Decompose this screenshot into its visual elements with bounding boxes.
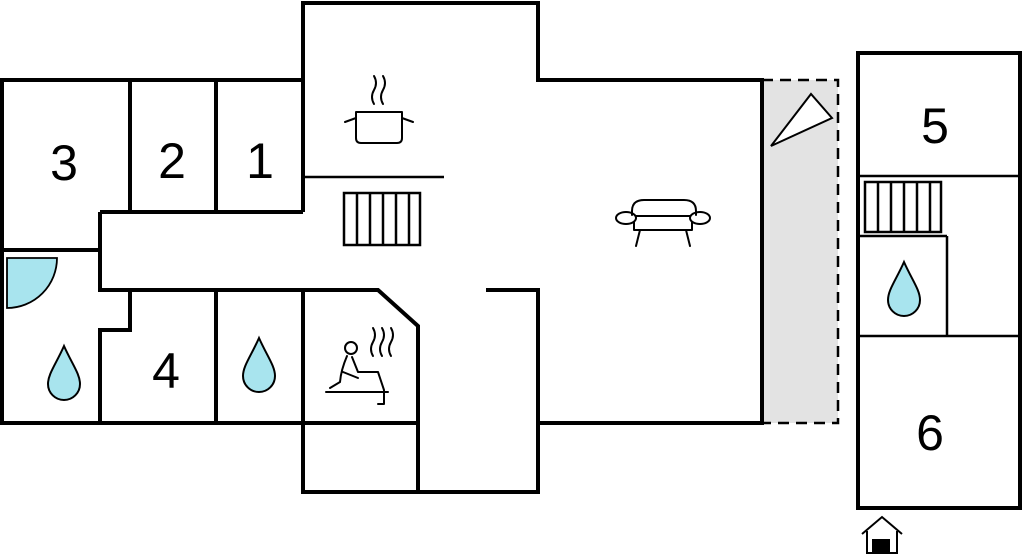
terrace-direction-icon: [770, 92, 834, 147]
annex-building: [856, 51, 1022, 510]
sauna-icon: [325, 327, 394, 405]
sofa-icon: [615, 199, 711, 247]
terrace: [762, 78, 840, 425]
room-number-2: 2: [158, 133, 186, 189]
room-number-6: 6: [916, 405, 944, 461]
door-swing-icon: [6, 257, 58, 309]
stairs-icon: [342, 191, 422, 247]
stairs-icon: [863, 180, 943, 234]
room-number-5: 5: [921, 98, 949, 154]
room-number-1: 1: [246, 133, 274, 189]
room-number-3: 3: [50, 135, 78, 191]
entrance-icon: [861, 515, 903, 554]
interior-walls: [2, 80, 540, 492]
water-drop-icon: [886, 259, 922, 317]
main-building-outline: [0, 1, 764, 494]
room-number-4: 4: [152, 343, 180, 399]
cooking-pot-icon: [344, 75, 414, 144]
water-drop-icon: [46, 343, 82, 401]
water-drop-icon: [241, 335, 277, 393]
